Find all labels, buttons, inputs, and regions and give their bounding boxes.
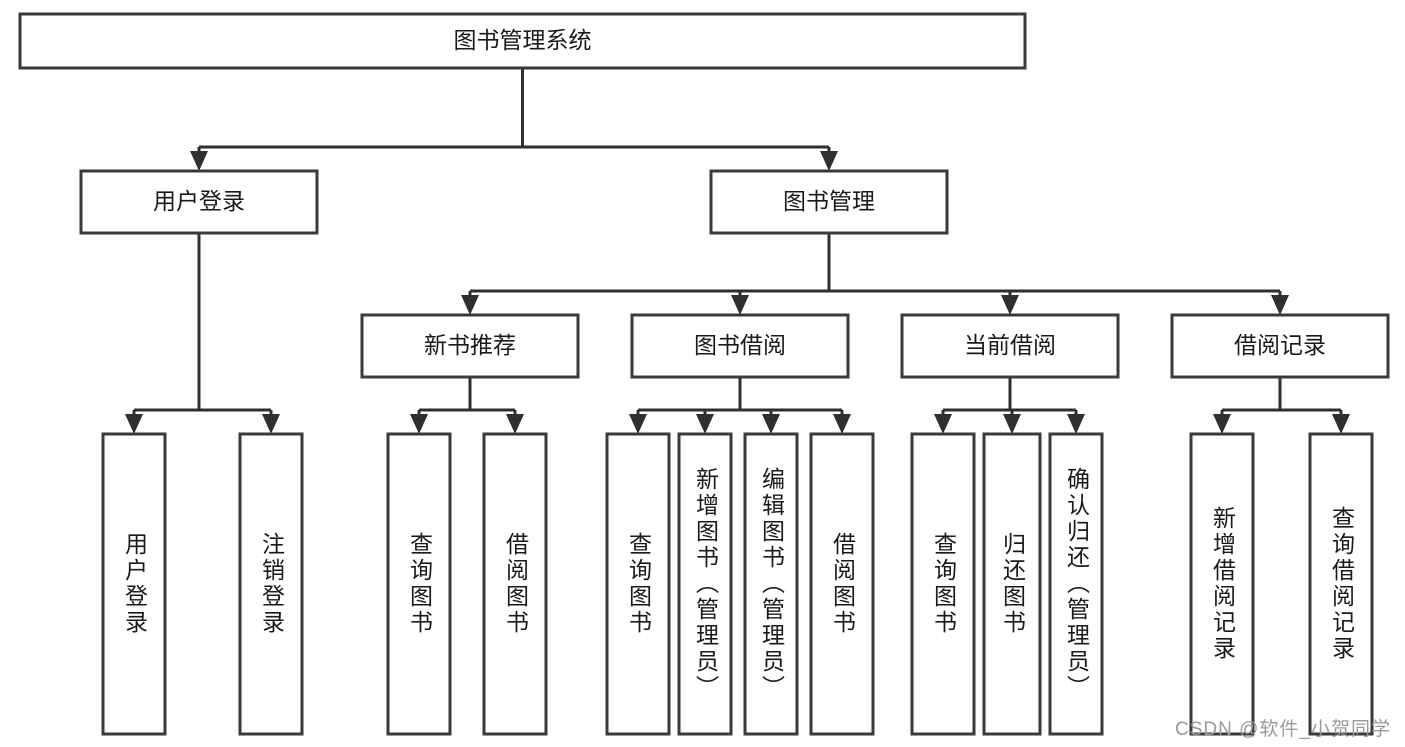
- arrow-head-icon: [410, 414, 428, 434]
- node-new-book-rec-label: 新书推荐: [424, 332, 516, 358]
- arrow-head-icon: [833, 414, 851, 434]
- node-root[interactable]: 图书管理系统: [18, 12, 1027, 70]
- node-current-borrow-rect: [900, 313, 1120, 379]
- node-leaf-edit-book-rect: [743, 432, 799, 736]
- node-leaf-query-book-2[interactable]: [605, 432, 671, 736]
- arrow-head-icon: [629, 414, 647, 434]
- node-leaf-borrow-book-1[interactable]: [482, 432, 548, 736]
- node-leaf-query-book-1-rect: [386, 432, 452, 736]
- node-new-book-rec-rect: [360, 313, 580, 379]
- node-leaf-query-record[interactable]: [1308, 432, 1374, 736]
- node-leaf-add-record-rect: [1189, 432, 1255, 736]
- arrow-head-icon: [1067, 414, 1085, 434]
- arrow-head-icon: [1001, 295, 1019, 315]
- node-leaf-return-book-rect: [982, 432, 1042, 736]
- node-leaf-query-record-rect: [1308, 432, 1374, 736]
- node-new-book-rec[interactable]: 新书推荐: [360, 313, 580, 379]
- arrow-head-icon: [262, 414, 280, 434]
- node-leaf-user-login[interactable]: [101, 432, 167, 736]
- node-user-login-rect: [79, 169, 319, 235]
- node-leaf-borrow-book-2[interactable]: [809, 432, 875, 736]
- node-root-rect: [18, 12, 1027, 70]
- node-current-borrow-label: 当前借阅: [964, 332, 1056, 358]
- node-leaf-add-book-rect: [677, 432, 733, 736]
- node-leaf-logout-rect: [238, 432, 304, 736]
- node-user-login-label: 用户登录: [153, 188, 245, 214]
- arrow-head-icon: [506, 414, 524, 434]
- node-leaf-add-record[interactable]: [1189, 432, 1255, 736]
- node-borrow-record[interactable]: 借阅记录: [1170, 313, 1390, 379]
- node-leaf-return-book[interactable]: [982, 432, 1042, 736]
- arrow-head-icon: [1003, 414, 1021, 434]
- arrow-head-icon: [190, 151, 208, 171]
- arrow-head-icon: [696, 414, 714, 434]
- arrow-head-icon: [1213, 414, 1231, 434]
- node-root-label: 图书管理系统: [454, 27, 592, 53]
- arrow-head-icon: [1271, 295, 1289, 315]
- arrow-head-icon: [934, 414, 952, 434]
- node-leaf-confirm-return-rect: [1048, 432, 1104, 736]
- node-book-manage[interactable]: 图书管理: [709, 169, 949, 235]
- node-leaf-query-book-3-rect: [910, 432, 976, 736]
- node-book-manage-label: 图书管理: [783, 188, 875, 214]
- node-leaf-confirm-return[interactable]: [1048, 432, 1104, 736]
- arrow-head-icon: [820, 151, 838, 171]
- node-user-login[interactable]: 用户登录: [79, 169, 319, 235]
- node-leaf-add-book[interactable]: [677, 432, 733, 736]
- node-borrow-record-rect: [1170, 313, 1390, 379]
- arrow-head-icon: [762, 414, 780, 434]
- node-leaf-borrow-book-2-rect: [809, 432, 875, 736]
- node-leaf-user-login-rect: [101, 432, 167, 736]
- node-book-borrow[interactable]: 图书借阅: [630, 313, 850, 379]
- node-leaf-query-book-3[interactable]: [910, 432, 976, 736]
- arrow-head-icon: [125, 414, 143, 434]
- arrow-head-icon: [731, 295, 749, 315]
- node-borrow-record-label: 借阅记录: [1234, 332, 1326, 358]
- arrow-head-icon: [461, 295, 479, 315]
- arrow-head-icon: [1332, 414, 1350, 434]
- node-book-borrow-rect: [630, 313, 850, 379]
- node-book-borrow-label: 图书借阅: [694, 332, 786, 358]
- node-leaf-query-book-1[interactable]: [386, 432, 452, 736]
- node-current-borrow[interactable]: 当前借阅: [900, 313, 1120, 379]
- node-leaf-edit-book[interactable]: [743, 432, 799, 736]
- node-book-manage-rect: [709, 169, 949, 235]
- watermark: CSDN @软件_小贺同学: [1175, 719, 1391, 740]
- node-leaf-logout[interactable]: [238, 432, 304, 736]
- node-leaf-query-book-2-rect: [605, 432, 671, 736]
- node-leaf-borrow-book-1-rect: [482, 432, 548, 736]
- connector-layer: [125, 68, 1350, 434]
